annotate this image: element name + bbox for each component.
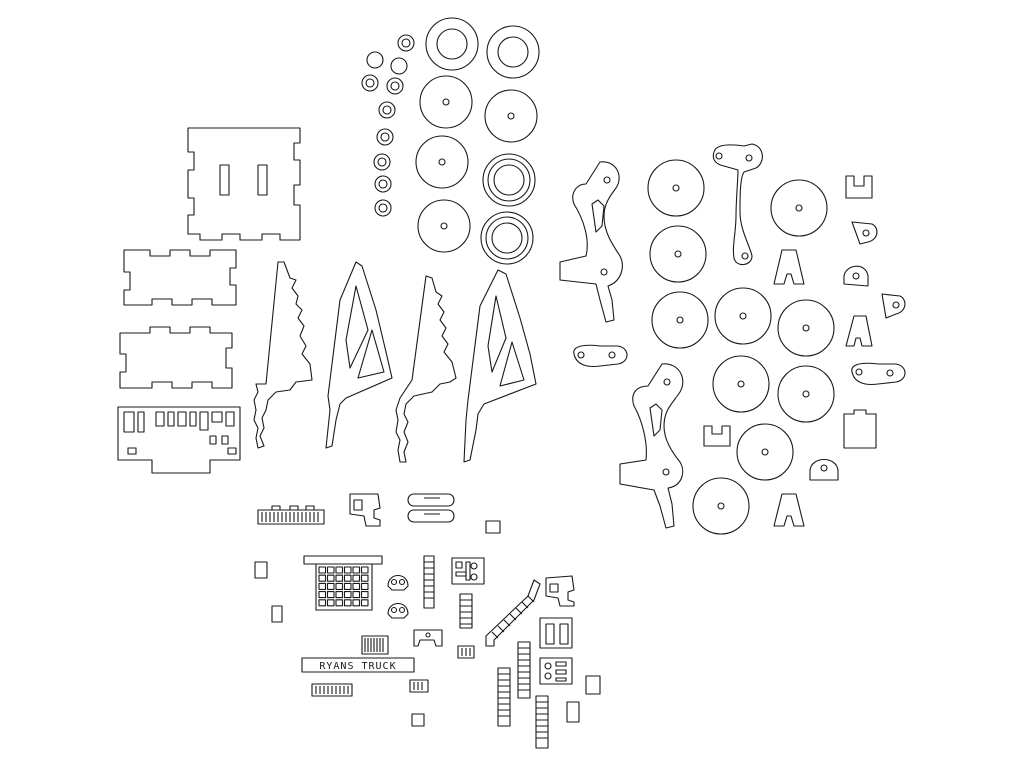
grille-cell [335,566,344,574]
grille-cell [343,574,352,582]
name-plate-text: RYANS TRUCK [319,661,396,672]
link-plate-2 [851,362,906,386]
square-tab-3 [271,605,283,623]
mirror-piece-2 [387,602,409,619]
link-plate-1 [573,344,628,368]
hitch-piece [413,629,443,647]
grille-cell [352,566,361,574]
tab-round-2 [843,265,869,287]
grille-cell [326,582,335,590]
grille-cell [318,582,327,590]
square-tab-1 [485,520,501,534]
side-panel-toothed-2 [395,275,457,463]
box-panel-side-upper [123,249,237,306]
box-panel-tall [187,127,301,241]
notched-block [843,409,877,449]
ladder-strip-1 [423,555,435,609]
mirror-piece-1 [387,574,409,591]
grille-cell [343,582,352,590]
name-plate: RYANS TRUCK [301,657,415,673]
grille-cell [335,599,344,607]
ladder-strip-4 [497,667,511,727]
tab-round-1 [851,221,878,245]
vent-small [457,645,475,659]
u-bracket-2 [703,425,731,447]
square-tab-5 [566,701,580,723]
grille-cell [360,566,369,574]
s-link-bracket [712,143,763,266]
square-tab-2 [254,561,268,579]
barcode-plate [361,635,389,655]
grille-panel [303,555,383,611]
side-panel-window-2 [463,269,537,463]
grille-cell [318,599,327,607]
grille-cell [352,574,361,582]
ladder-strip-2 [459,593,473,629]
grille-cell [352,582,361,590]
grille-cell [352,591,361,599]
grille-cell [343,566,352,574]
tab-round-3 [881,293,906,319]
grille-cell [352,599,361,607]
tab-round-4 [809,458,839,481]
comb-strip-horizontal [257,505,325,525]
ladder-strip-3 [517,641,531,699]
seat-bracket [349,493,381,527]
wheel-stack-center [415,17,540,265]
control-panel [451,557,485,585]
grille-cell [326,566,335,574]
grille-cell [335,591,344,599]
box-panel-side-lower [119,326,233,389]
suspension-arm-upper [559,161,623,323]
grille-cell [360,582,369,590]
vent-small-2 [409,679,429,693]
grille-cell [318,566,327,574]
grille-cell [343,599,352,607]
square-tab-6 [411,713,425,727]
box-panel-front-cutouts [117,406,241,474]
grille-cells [318,566,369,607]
grille-cell [360,574,369,582]
grille-cell [343,591,352,599]
grille-cell [326,599,335,607]
grille-cell [326,591,335,599]
slot-pair [407,493,455,523]
grille-cell [335,574,344,582]
grille-cell [335,582,344,590]
side-panel-toothed-1 [253,261,313,449]
suspension-arm-lower [619,363,684,529]
grille-cell [326,574,335,582]
control-panel-2 [539,657,573,685]
seat-bracket-2 [545,575,575,607]
u-bracket-1 [845,175,873,199]
square-tab-4 [585,675,601,695]
a-frame-bracket-1 [773,249,805,285]
grille-cell [360,591,369,599]
diagonal-ladder [485,579,541,647]
ladder-strip-5 [535,695,549,749]
wheel-cluster-right [647,159,835,535]
grille-cell [318,574,327,582]
grille-cell [360,599,369,607]
grille-cell [318,591,327,599]
a-frame-bracket-3 [773,493,805,527]
bumper-strip [311,683,353,697]
side-panel-window-1 [325,261,393,449]
small-washers [361,34,415,217]
battery-block [539,617,573,649]
a-frame-bracket-2 [845,315,873,347]
